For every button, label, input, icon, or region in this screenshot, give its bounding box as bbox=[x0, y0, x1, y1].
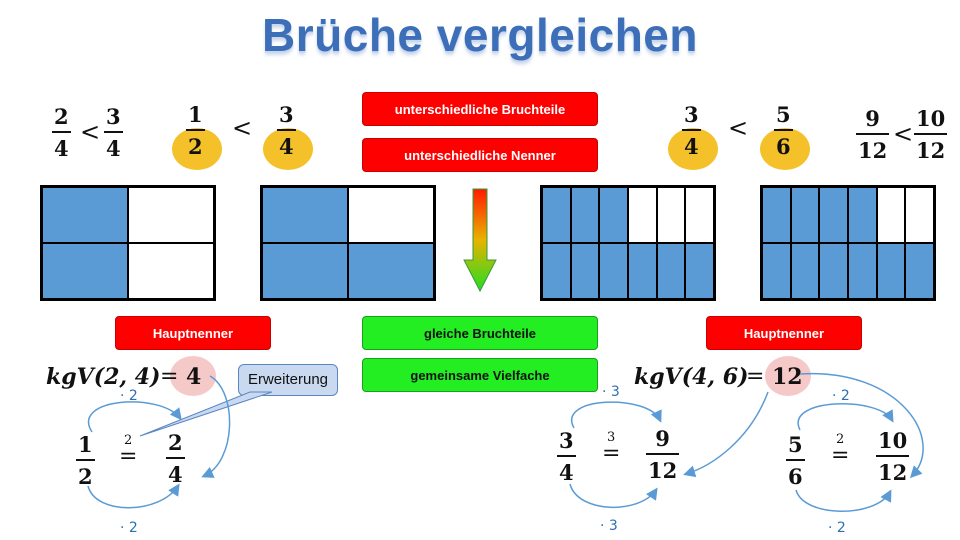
highlight-oval bbox=[170, 356, 216, 396]
less-than-sign: < bbox=[893, 120, 914, 148]
grid-cell-filled bbox=[848, 244, 876, 298]
grid-cell-empty bbox=[129, 188, 213, 242]
grid-cell-empty bbox=[349, 188, 433, 242]
expansion-factor: 2 bbox=[836, 432, 845, 447]
highlight-oval bbox=[765, 356, 811, 396]
grid-cell-filled bbox=[600, 244, 627, 298]
grid-cell-filled bbox=[263, 188, 347, 242]
less-than-sign: < bbox=[232, 114, 253, 142]
equals-sign: = bbox=[831, 443, 850, 468]
arrow-mult-top-mid bbox=[570, 401, 662, 429]
grid-cell-filled bbox=[349, 244, 433, 298]
expansion-factor: 2 bbox=[124, 433, 133, 448]
grid-cell-filled bbox=[763, 188, 790, 242]
grid-cell-filled bbox=[263, 244, 347, 298]
highlight-oval bbox=[172, 128, 222, 170]
kgv-expression-right: kgV(4, 6) bbox=[634, 364, 749, 390]
kgv-value-right: 12 bbox=[772, 364, 803, 390]
grid-cell-filled bbox=[571, 244, 599, 298]
arrow-mult-bottom-mid bbox=[569, 483, 658, 508]
grid-cell-filled bbox=[543, 244, 570, 298]
arrow-mult-top-right bbox=[797, 403, 894, 431]
equals-sign: = bbox=[119, 444, 138, 469]
arrow-mult-top-left bbox=[88, 401, 182, 433]
grid-cell-empty bbox=[129, 244, 213, 298]
label-different-denominators: unterschiedliche Nenner bbox=[362, 138, 598, 172]
multiplier-bottom-mid: · 3 bbox=[600, 518, 618, 534]
grid-cell-filled bbox=[763, 244, 790, 298]
grid-cell-filled bbox=[543, 188, 570, 242]
arrow-kgv-right bbox=[799, 373, 924, 479]
kgv-value-left: 4 bbox=[186, 364, 202, 390]
grid-cell-filled bbox=[657, 244, 685, 298]
arrow-mult-bottom-right bbox=[795, 489, 892, 512]
arrow-kgv-left bbox=[201, 375, 231, 478]
fraction-grid-10-12 bbox=[760, 185, 936, 301]
grid-cell-empty bbox=[877, 188, 905, 242]
grid-cell-filled bbox=[571, 188, 599, 242]
grid-cell-filled bbox=[43, 244, 127, 298]
grid-cell-filled bbox=[600, 188, 627, 242]
fraction-grid-2-4 bbox=[40, 185, 216, 301]
expansion-factor: 3 bbox=[607, 430, 616, 445]
multiplier-top-mid: · 3 bbox=[602, 384, 620, 400]
page-title: Brüche vergleichen bbox=[262, 9, 698, 61]
equals-sign: = bbox=[160, 364, 179, 389]
less-than-sign: < bbox=[80, 118, 101, 146]
label-different-parts: unterschiedliche Bruchteile bbox=[362, 92, 598, 126]
multiplier-top-left: · 2 bbox=[120, 388, 138, 404]
grid-cell-empty bbox=[657, 188, 685, 242]
grid-cell-filled bbox=[877, 244, 905, 298]
grid-cell-filled bbox=[820, 188, 847, 242]
fraction-grid-3-4 bbox=[260, 185, 436, 301]
grid-cell-filled bbox=[686, 244, 713, 298]
multiplier-bottom-left: · 2 bbox=[120, 520, 138, 536]
arrow-kgv-mid bbox=[683, 391, 769, 478]
callout-pointer bbox=[139, 391, 273, 437]
kgv-expression-left: kgV(2, 4) bbox=[46, 364, 161, 390]
equals-sign: = bbox=[602, 441, 621, 466]
grid-cell-filled bbox=[791, 244, 819, 298]
grid-cell-filled bbox=[906, 244, 933, 298]
down-arrow-icon bbox=[463, 188, 497, 293]
fraction-grid-9-12 bbox=[540, 185, 716, 301]
grid-cell-filled bbox=[791, 188, 819, 242]
arrow-mult-bottom-left bbox=[87, 483, 180, 509]
grid-cell-empty bbox=[628, 188, 656, 242]
grid-cell-filled bbox=[820, 244, 847, 298]
grid-cell-filled bbox=[848, 188, 876, 242]
label-same-parts: gleiche Bruchteile bbox=[362, 316, 598, 350]
multiplier-top-right: · 2 bbox=[832, 388, 850, 404]
grid-cell-filled bbox=[628, 244, 656, 298]
grid-cell-empty bbox=[686, 188, 713, 242]
label-main-denominator-left: Hauptnenner bbox=[115, 316, 271, 350]
highlight-oval bbox=[760, 128, 810, 170]
grid-cell-empty bbox=[906, 188, 933, 242]
expansion-callout: Erweiterung bbox=[238, 364, 338, 396]
label-main-denominator-right: Hauptnenner bbox=[706, 316, 862, 350]
highlight-oval bbox=[668, 128, 718, 170]
multiplier-bottom-right: · 2 bbox=[828, 520, 846, 536]
highlight-oval bbox=[263, 128, 313, 170]
equals-sign: = bbox=[746, 364, 765, 389]
less-than-sign: < bbox=[728, 114, 749, 142]
label-common-multiples: gemeinsame Vielfache bbox=[362, 358, 598, 392]
grid-cell-filled bbox=[43, 188, 127, 242]
